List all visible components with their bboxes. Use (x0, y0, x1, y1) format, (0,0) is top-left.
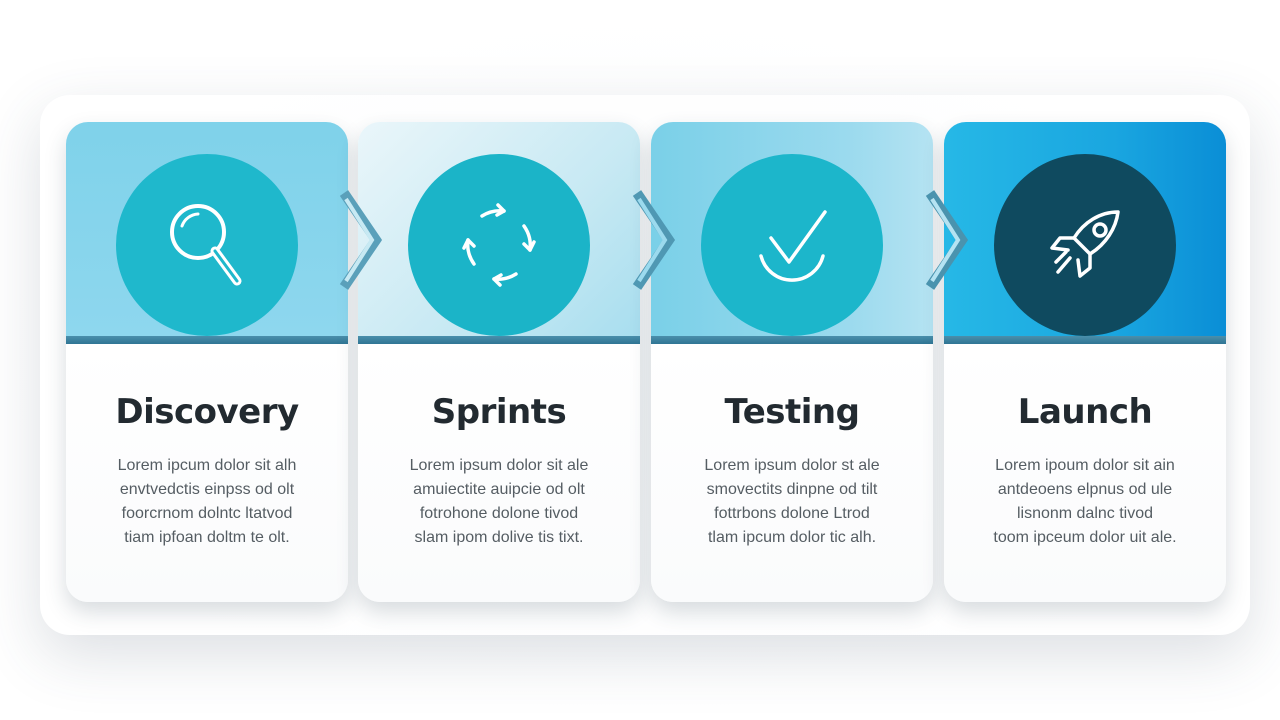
rocket-icon (1050, 210, 1120, 278)
chevron-right-connector (339, 190, 383, 290)
icon-circle (994, 154, 1176, 336)
checkmark-icon (759, 210, 827, 282)
description-line: toom ipceum dolor uit ale. (993, 529, 1177, 546)
card-body-area (651, 344, 933, 602)
description-line: antdeoens elpnus od ule (997, 481, 1173, 498)
refresh-cycle-icon (462, 203, 536, 287)
step-title: Discovery (115, 392, 299, 432)
description-line: lisnonm dalnc tivod (1016, 505, 1154, 522)
icon-circle (701, 154, 883, 336)
description-line: Lorem ipsum dolor sit ale (409, 457, 589, 474)
step-title: Launch (1017, 392, 1153, 432)
description-line: Lorem ipsum dolor st ale (704, 457, 880, 474)
icon-circle (116, 154, 298, 336)
step-description: Lorem ipoum dolor sit ain antdeoens elpn… (974, 454, 1196, 550)
chevron-right-connector (632, 190, 676, 290)
card-divider (651, 336, 933, 344)
description-line: foorcrnom dolntc ltatvod (121, 505, 293, 522)
card-divider (358, 336, 640, 344)
description-line: tiam ipfoan doltm te olt. (124, 529, 290, 546)
description-line: fotrohone dolone tivod (419, 505, 579, 522)
icon-circle (408, 154, 590, 336)
description-line: fottrbons dolone Ltrod (714, 505, 870, 522)
description-line: envtvedctis einpss od olt (119, 481, 295, 498)
chevron-right-connector (925, 190, 969, 290)
step-title: Sprints (431, 392, 567, 432)
description-line: smovectits dinpne od tilt (706, 481, 878, 498)
card-body-area (358, 344, 640, 602)
card-body-area (944, 344, 1226, 602)
step-description: Lorem ipcum dolor sit alh envtvedctis ei… (96, 454, 318, 550)
magnifier-icon (170, 204, 242, 286)
step-description: Lorem ipsum dolor st ale smovectits dinp… (681, 454, 903, 550)
step-card-launch: Launch Lorem ipoum dolor sit ain antdeoe… (944, 122, 1226, 602)
description-line: slam ipom dolive tis tixt. (414, 529, 584, 546)
step-card-sprints: Sprints Lorem ipsum dolor sit ale amuiec… (358, 122, 640, 602)
step-description: Lorem ipsum dolor sit ale amuiectite aui… (388, 454, 610, 550)
description-line: tlam ipcum dolor tic alh. (707, 529, 877, 546)
description-line: amuiectite auipcie od olt (413, 481, 585, 498)
step-title: Testing (724, 392, 860, 432)
description-line: Lorem ipcum dolor sit alh (117, 457, 297, 474)
description-line: Lorem ipoum dolor sit ain (995, 457, 1175, 474)
card-body-area (66, 344, 348, 602)
card-divider (66, 336, 348, 344)
step-card-testing: Testing Lorem ipsum dolor st ale smovect… (651, 122, 933, 602)
card-divider (944, 336, 1226, 344)
step-card-discovery: Discovery Lorem ipcum dolor sit alh envt… (66, 122, 348, 602)
